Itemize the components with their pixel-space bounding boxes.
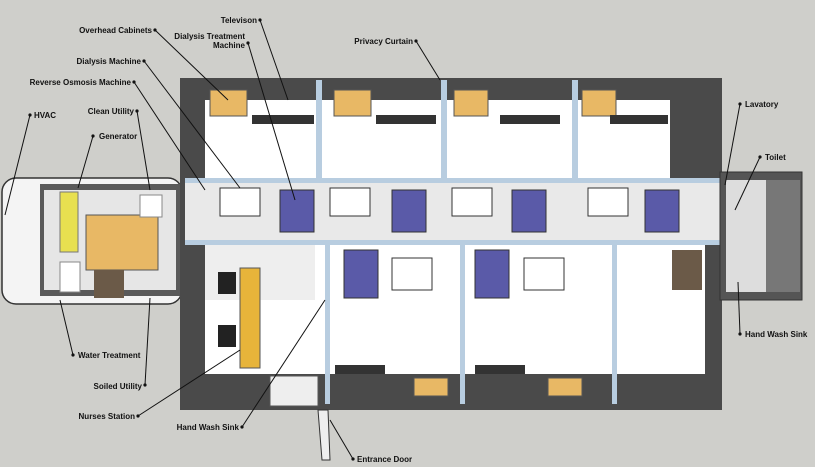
- label-hand-wash-sink-right: Hand Wash Sink: [745, 330, 808, 339]
- label-overhead-cabinets: Overhead Cabinets: [79, 26, 152, 35]
- label-water-treatment: Water Treatment: [78, 351, 141, 360]
- nurses-station: [218, 267, 319, 407]
- hvac-unit: [85, 214, 159, 271]
- label-soiled-utility: Soiled Utility: [94, 382, 143, 391]
- overhead-cabinets: [209, 89, 617, 397]
- label-reverse-osmosis-machine: Reverse Osmosis Machine: [30, 78, 132, 87]
- water-treatment-unit: [59, 261, 81, 293]
- label-privacy-curtain: Privacy Curtain: [354, 37, 413, 46]
- hand-wash-sink-unit: [269, 375, 319, 407]
- label-nurses-station: Nurses Station: [79, 412, 136, 421]
- label-hvac: HVAC: [34, 111, 56, 120]
- televisions: [252, 115, 668, 374]
- leader-lines: [4, 19, 761, 460]
- label-entrance-door: Entrance Door: [357, 455, 412, 464]
- labels: Overhead Cabinets Televison Dialysis Tre…: [30, 16, 808, 464]
- entrance-door: [317, 409, 331, 461]
- label-dialysis-treatment-machine-line2: Machine: [213, 41, 246, 50]
- label-lavatory: Lavatory: [745, 100, 779, 109]
- label-television: Televison: [221, 16, 257, 25]
- label-generator: Generator: [99, 132, 137, 141]
- generator-unit: [59, 191, 79, 253]
- label-clean-utility: Clean Utility: [88, 107, 135, 116]
- leader-dots: [28, 18, 762, 461]
- dialysis-stations: [219, 187, 680, 299]
- label-toilet: Toilet: [765, 153, 786, 162]
- main-clinic-room: [180, 78, 722, 410]
- label-dialysis-machine: Dialysis Machine: [77, 57, 142, 66]
- soiled-utility-cabinet: [94, 270, 124, 298]
- lavatory: [672, 171, 803, 301]
- clean-utility-area: [139, 194, 163, 218]
- label-dialysis-treatment-machine-line1: Dialysis Treatment: [174, 32, 245, 41]
- label-hand-wash-sink-bottom: Hand Wash Sink: [177, 423, 240, 432]
- trailer-utility-section: [1, 177, 183, 305]
